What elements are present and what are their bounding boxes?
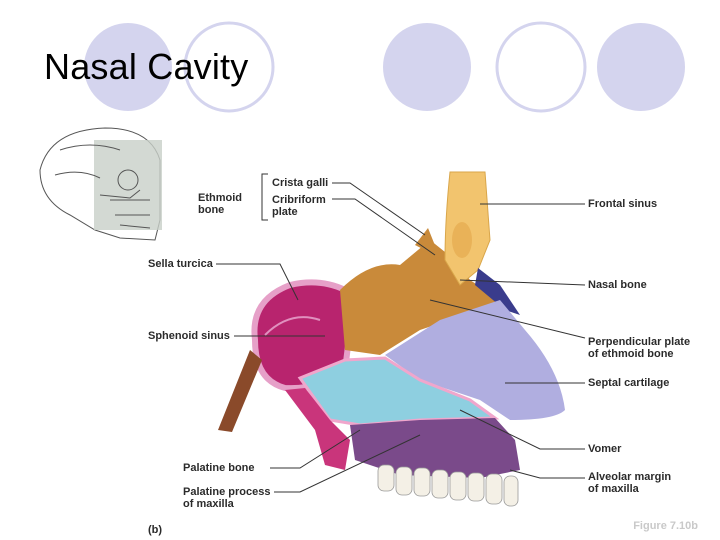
panel-label: (b) bbox=[148, 524, 163, 536]
label-palatine-process: Palatine process of maxilla bbox=[183, 486, 271, 510]
deco-circle-3 bbox=[383, 23, 471, 111]
deco-circle-1 bbox=[84, 23, 172, 111]
deco-circle-2 bbox=[183, 21, 275, 113]
nasal-bone-region bbox=[475, 268, 520, 315]
posterior-bone bbox=[218, 350, 262, 432]
skull-thumbnail bbox=[39, 127, 162, 241]
label-sella-turcica: Sella turcica bbox=[148, 258, 213, 270]
label-ethmoid-bone: Ethmoid bone bbox=[198, 192, 242, 216]
figure-caption: Figure 7.10b bbox=[633, 520, 698, 532]
deco-circle-5 bbox=[597, 23, 685, 111]
label-sphenoid-sinus: Sphenoid sinus bbox=[148, 330, 230, 342]
septal-cartilage-region bbox=[385, 300, 565, 420]
ethmoid-bracket bbox=[261, 173, 268, 221]
label-nasal-bone: Nasal bone bbox=[588, 279, 647, 291]
label-vomer: Vomer bbox=[588, 443, 622, 455]
vomer-region bbox=[297, 356, 500, 427]
label-frontal-sinus: Frontal sinus bbox=[588, 198, 658, 210]
palatine-region bbox=[285, 388, 350, 470]
slide-title: Nasal Cavity bbox=[44, 46, 249, 87]
label-septal-cartilage: Septal cartilage bbox=[588, 377, 670, 389]
label-palatine-bone: Palatine bone bbox=[183, 462, 255, 474]
label-alveolar-margin: Alveolar margin of maxilla bbox=[588, 471, 672, 495]
label-perpendicular-plate: Perpendicular plate of ethmoid bone bbox=[588, 336, 691, 360]
teeth bbox=[377, 464, 519, 507]
label-cribriform-plate: Cribriform plate bbox=[272, 194, 326, 218]
label-crista-galli: Crista galli bbox=[272, 177, 329, 189]
maxilla-region bbox=[350, 418, 520, 478]
deco-circle-4 bbox=[495, 21, 587, 113]
leader-lines bbox=[216, 182, 586, 493]
